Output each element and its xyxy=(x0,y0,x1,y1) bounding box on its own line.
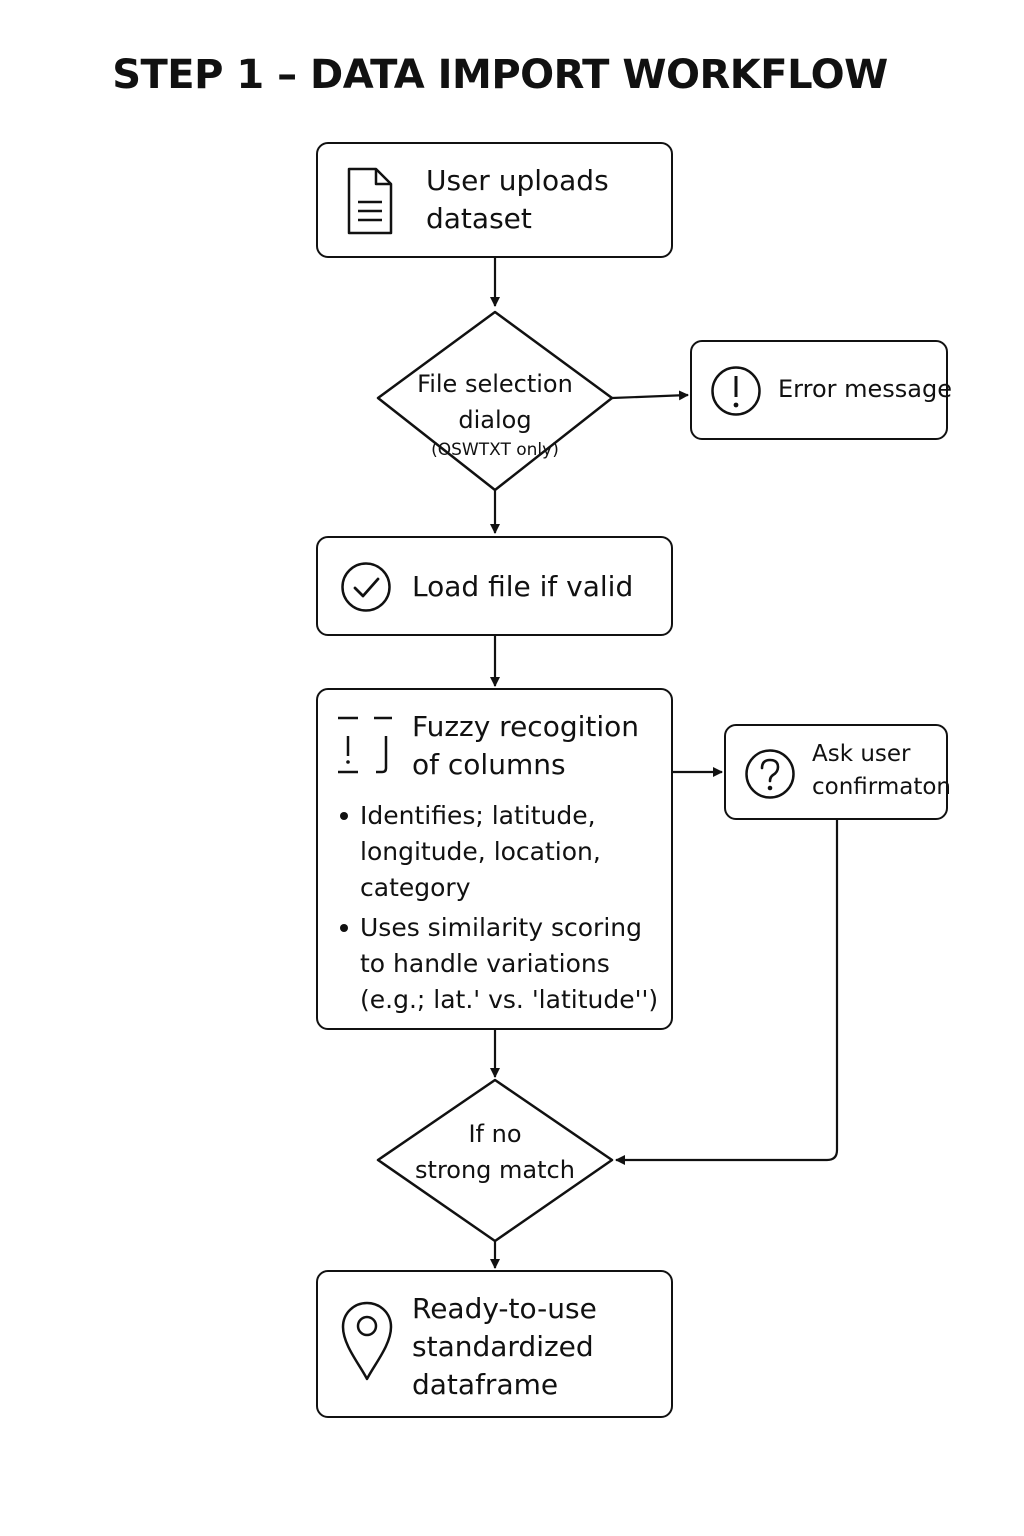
ask-user-line2: confirmaton xyxy=(812,774,951,800)
arrow-dialog-to-error xyxy=(611,390,689,401)
ask-user-line1: Ask user xyxy=(812,741,911,767)
ready-label-line1: Ready-to-use xyxy=(412,1292,597,1325)
document-icon xyxy=(347,167,393,235)
error-label: Error message xyxy=(778,375,952,403)
check-circle-icon xyxy=(341,562,391,612)
no-match-line1: If no xyxy=(468,1120,522,1148)
upload-label-line1: User uploads xyxy=(426,164,609,197)
diagram-title: STEP 1 – DATA IMPORT WORKFLOW xyxy=(112,52,888,98)
fuzzy-label-line2: of columns xyxy=(412,748,566,781)
load-label: Load file if valid xyxy=(412,570,634,603)
fuzzy-bullet-identifies: Identifies; latitude, longitude, locatio… xyxy=(340,798,660,906)
no-match-line2: strong match xyxy=(415,1156,575,1184)
question-circle-icon xyxy=(745,749,795,799)
no-match-diamond xyxy=(376,1078,614,1243)
file-selection-note: (OSWTXT only) xyxy=(431,440,559,460)
fuzzy-bullet-list: Identifies; latitude, longitude, locatio… xyxy=(340,798,660,1022)
map-pin-icon xyxy=(341,1301,393,1381)
load-node: Load file if valid xyxy=(316,536,673,636)
upload-node: User uploads dataset xyxy=(316,142,673,258)
ready-label-line3: dataframe xyxy=(412,1368,559,1401)
exclamation-circle-icon xyxy=(711,366,761,416)
column-brackets-icon xyxy=(338,716,392,774)
file-selection-line1: File selection xyxy=(417,370,573,398)
arrow-ask-to-nomatch xyxy=(615,820,839,1165)
fuzzy-label-line1: Fuzzy recogition xyxy=(412,710,640,743)
file-selection-diamond xyxy=(376,310,614,492)
ready-label-line2: standardized xyxy=(412,1330,594,1363)
file-selection-line2: dialog xyxy=(458,406,532,434)
file-selection-label: File selection dialog (OSWTXT only) xyxy=(395,366,595,462)
no-match-label: If no strong match xyxy=(395,1116,595,1188)
error-node: Error message xyxy=(690,340,952,440)
fuzzy-bullet-similarity: Uses similarity scoring to handle variat… xyxy=(340,910,660,1018)
upload-label-line2: dataset xyxy=(426,202,532,235)
ready-node: Ready-to-use standardized dataframe xyxy=(316,1270,673,1418)
ask-user-node: Ask user confirmaton xyxy=(724,724,951,820)
fuzzy-node: Fuzzy recogition of columns Identifies; … xyxy=(316,688,673,1030)
